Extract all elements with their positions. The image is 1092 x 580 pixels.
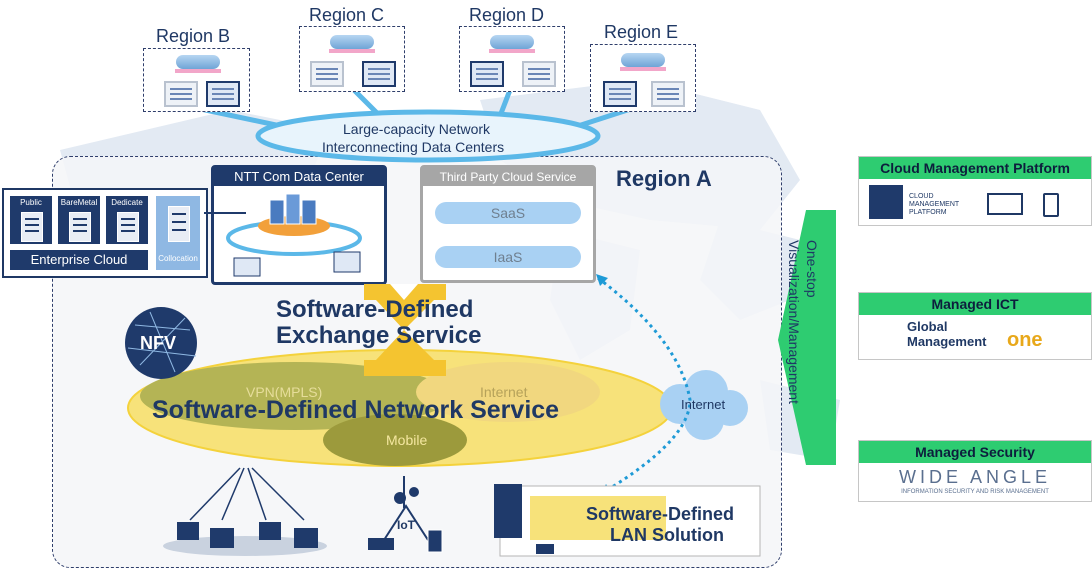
collocation-label: Collocation — [158, 254, 198, 263]
cloud-icon — [621, 53, 665, 67]
security-panel: Managed Security WIDE ANGLE INFORMATION … — [858, 440, 1092, 502]
ict-logo-one: one — [1007, 329, 1043, 351]
ntt-datacenter-box: NTT Com Data Center — [211, 165, 387, 285]
server-rack-icon — [21, 212, 43, 242]
cmp-logo-line1: CLOUD — [909, 193, 934, 200]
region-c-label: Region C — [309, 5, 385, 25]
region-b-label: Region B — [156, 26, 231, 46]
ict-title: Managed ICT — [859, 293, 1091, 315]
ict-logo-line2: Management — [907, 334, 987, 349]
server-rack-icon — [69, 212, 91, 242]
network-title: Software-Defined Network Service — [152, 396, 560, 424]
cloud-icon — [490, 35, 534, 49]
security-logo-sub: INFORMATION SECURITY AND RISK MANAGEMENT — [901, 489, 1049, 495]
server-icon — [164, 81, 198, 107]
iaas-pill: IaaS — [435, 246, 581, 268]
cmp-panel: Cloud Management Platform CLOUD MANAGEME… — [858, 156, 1092, 226]
enterprise-tile-baremetal: BareMetal — [58, 196, 100, 244]
tile-label: BareMetal — [60, 198, 98, 207]
enterprise-tile-dedicate: Dedicate — [106, 196, 148, 244]
cloud-icon — [330, 35, 374, 49]
enterprise-cloud-label: Enterprise Cloud — [10, 250, 148, 270]
cmp-logo-icon — [869, 185, 903, 219]
cloud-icon — [176, 55, 220, 69]
server-icon — [362, 61, 396, 87]
region-c-box — [299, 26, 405, 92]
internet-cloud-label: Internet — [681, 397, 726, 412]
server-icon — [470, 61, 504, 87]
cmp-logo-line2: MANAGEMENT — [909, 201, 960, 208]
tile-label: Dedicate — [111, 198, 143, 207]
tile-label: Public — [20, 198, 42, 207]
security-logo: WIDE ANGLE — [898, 467, 1052, 487]
region-d-label: Region D — [469, 5, 545, 25]
server-rack-icon — [168, 206, 190, 242]
region-b-box — [143, 48, 250, 112]
enterprise-cloud-box: Public BareMetal Dedicate Enterprise Clo… — [2, 188, 208, 278]
cmp-logo-line3: PLATFORM — [909, 209, 947, 216]
saas-pill: SaaS — [435, 202, 581, 224]
third-party-box: Third Party Cloud Service SaaS IaaS — [420, 165, 596, 283]
backbone-line2: Interconnecting Data Centers — [322, 139, 505, 155]
security-title: Managed Security — [859, 441, 1091, 463]
exchange-line1: Software-Defined — [276, 296, 474, 323]
server-rack-icon — [117, 212, 139, 242]
nfv-label: NFV — [140, 333, 176, 353]
region-a-label: Region A — [616, 166, 712, 191]
server-icon — [310, 61, 344, 87]
exchange-line2: Exchange Service — [276, 322, 482, 349]
ict-panel: Managed ICT Global Management one — [858, 292, 1092, 360]
third-party-title: Third Party Cloud Service — [423, 168, 593, 186]
one-stop-text: One-stop Visualization/Management — [786, 240, 846, 450]
ict-logo-line1: Global — [907, 319, 948, 334]
lan-line1: Software-Defined — [586, 504, 735, 524]
datacenter-servers-icon — [226, 193, 362, 277]
one-stop-line1: One-stop — [804, 240, 820, 298]
server-icon — [206, 81, 240, 107]
monitor-icon — [987, 193, 1023, 215]
datacenter-link — [204, 212, 246, 214]
collocation-tile: Collocation — [156, 196, 200, 270]
cmp-title: Cloud Management Platform — [859, 157, 1091, 179]
region-e-label: Region E — [604, 22, 679, 42]
lan-line2: LAN Solution — [610, 525, 724, 545]
vpn-label: VPN(MPLS) — [246, 384, 323, 400]
iot-label: IoT — [397, 518, 415, 532]
server-icon — [522, 61, 556, 87]
enterprise-tile-public: Public — [10, 196, 52, 244]
one-stop-line2: Visualization/Management — [786, 240, 802, 404]
backbone-line1: Large-capacity Network — [343, 121, 491, 137]
tablet-icon — [1043, 193, 1059, 217]
region-d-box — [459, 26, 565, 92]
server-icon — [603, 81, 637, 107]
server-icon — [651, 81, 685, 107]
region-e-box — [590, 44, 696, 112]
internet-bg-label: Internet — [480, 384, 528, 400]
datacenter-title: NTT Com Data Center — [214, 168, 384, 186]
mobile-label: Mobile — [386, 432, 428, 448]
